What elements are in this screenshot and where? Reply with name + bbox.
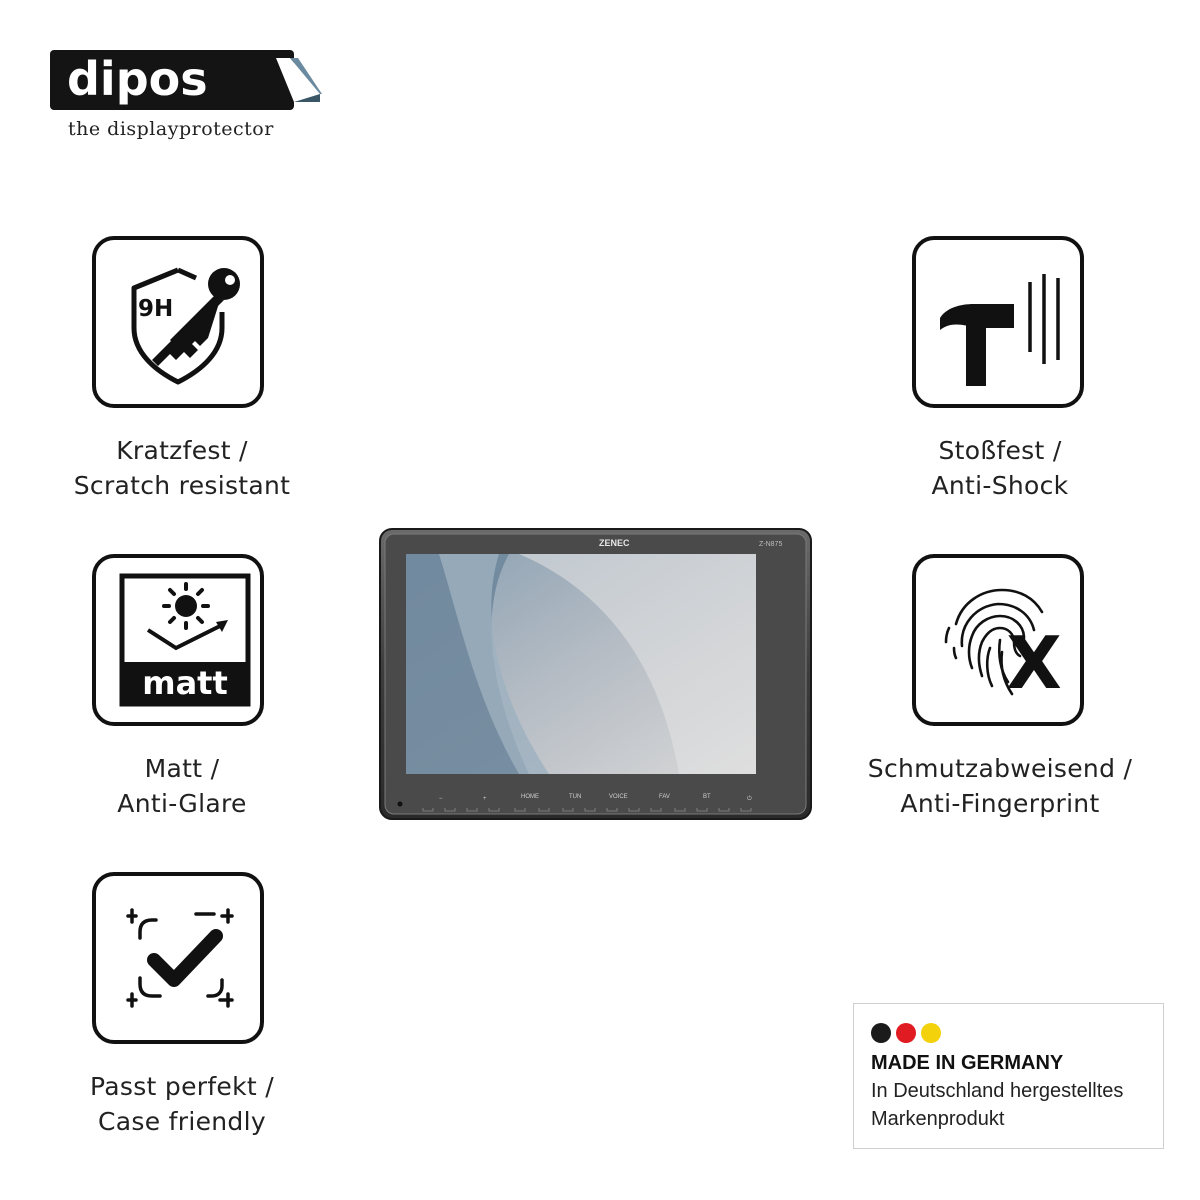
logo-background bbox=[50, 50, 294, 110]
device-button-home: HOME bbox=[521, 794, 539, 800]
device-model: Z-N875 bbox=[759, 541, 782, 548]
dipos-logo: dipos bbox=[50, 50, 322, 110]
device-button-fav: FAV bbox=[659, 794, 670, 800]
device-button-power: ⏻ bbox=[747, 795, 752, 802]
fit-label-line2: Case friendly bbox=[98, 1107, 266, 1136]
shield-9h-text: 9H bbox=[138, 296, 173, 322]
car-radio-device: ZENEC Z-N875 − + HOME TUN VOICE FAV BT ⏻ bbox=[379, 528, 812, 820]
matt-label-line2: Anti-Glare bbox=[117, 789, 247, 818]
svg-text:X: X bbox=[1006, 621, 1062, 705]
device-button-voice: VOICE bbox=[609, 794, 628, 800]
device-button-plus: + bbox=[483, 796, 487, 802]
scratch-label-line2: Scratch resistant bbox=[73, 471, 291, 500]
matt-label: Matt / Anti-Glare bbox=[32, 751, 332, 821]
shock-feature-box bbox=[912, 236, 1084, 408]
matt-feature-box: matt bbox=[92, 554, 264, 726]
folded-corner-icon bbox=[276, 58, 322, 102]
fingerprint-label-line1: Schmutzabweisend / bbox=[867, 754, 1133, 783]
badge-line1: In Deutschland hergestelltes bbox=[871, 1080, 1124, 1102]
badge-title: MADE IN GERMANY bbox=[871, 1052, 1064, 1074]
fingerprint-feature-box: X bbox=[912, 554, 1084, 726]
logo-tagline: the displayprotector bbox=[68, 118, 274, 140]
fit-label: Passt perfekt / Case friendly bbox=[32, 1069, 332, 1139]
device-brand: ZENEC bbox=[599, 538, 630, 548]
fingerprint-label-line2: Anti-Fingerprint bbox=[900, 789, 1100, 818]
matt-label-line1: Matt / bbox=[144, 754, 220, 783]
fingerprint-x-icon: X bbox=[944, 588, 1062, 705]
matt-text: matt bbox=[142, 664, 228, 702]
device-button-tun: TUN bbox=[569, 794, 581, 800]
hammer-icon bbox=[940, 274, 1060, 386]
shock-label: Stoßfest / Anti-Shock bbox=[850, 433, 1150, 503]
checkmark-frame-icon bbox=[126, 908, 234, 1008]
scratch-label-line1: Kratzfest / bbox=[116, 436, 248, 465]
gold-dot bbox=[921, 1023, 941, 1043]
fit-label-line1: Passt perfekt / bbox=[90, 1072, 274, 1101]
badge-line2: Markenprodukt bbox=[871, 1108, 1005, 1130]
scratch-label: Kratzfest / Scratch resistant bbox=[32, 433, 332, 503]
shock-label-line1: Stoßfest / bbox=[938, 436, 1062, 465]
shield-9h-key-icon: 9H bbox=[131, 267, 240, 385]
shock-label-line2: Anti-Shock bbox=[931, 471, 1069, 500]
scratch-feature-box: 9H bbox=[92, 236, 264, 408]
logo-wordmark: dipos bbox=[67, 52, 208, 106]
device-button-minus: − bbox=[439, 796, 443, 802]
fingerprint-label: Schmutzabweisend / Anti-Fingerprint bbox=[850, 751, 1150, 821]
red-dot bbox=[896, 1023, 916, 1043]
sun-matt-icon: matt bbox=[119, 573, 251, 707]
device-button-bt: BT bbox=[703, 794, 711, 800]
black-dot bbox=[871, 1023, 891, 1043]
made-in-germany-badge: MADE IN GERMANY In Deutschland hergestel… bbox=[853, 1003, 1164, 1149]
fit-feature-box bbox=[92, 872, 264, 1044]
